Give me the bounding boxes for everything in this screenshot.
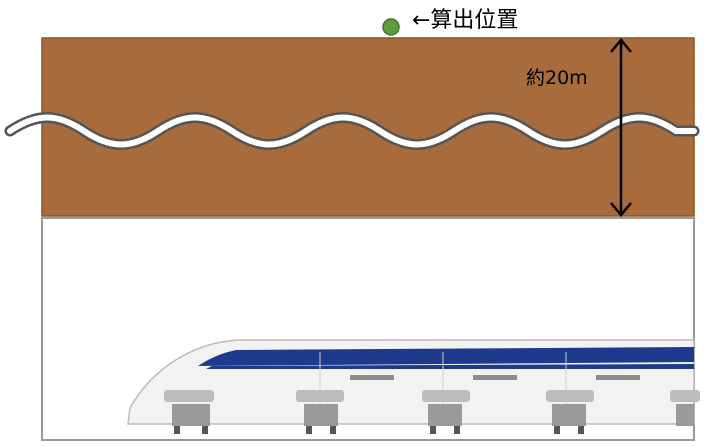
depth-arrow — [610, 38, 632, 217]
break-line-inner — [7, 114, 697, 148]
shinkansen-train-icon — [127, 339, 700, 434]
green-circle-icon — [382, 18, 400, 36]
calc-position-label: ←算出位置 — [412, 8, 519, 33]
depth-label: 約20m — [526, 67, 588, 89]
